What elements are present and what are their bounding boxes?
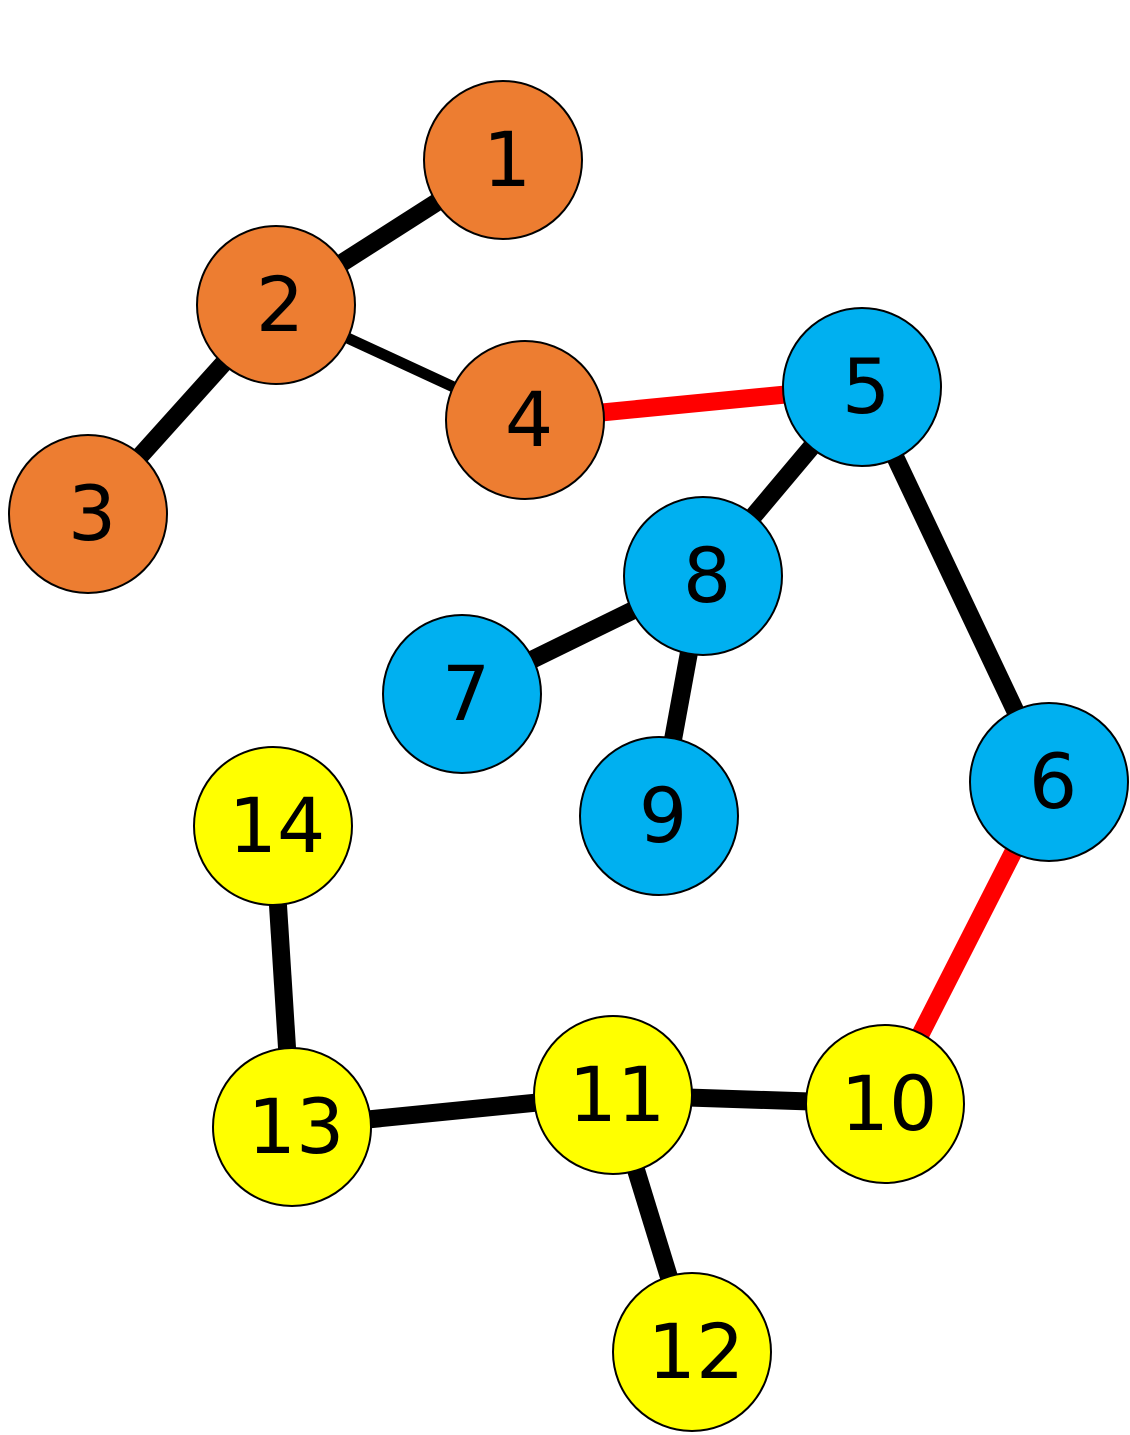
node-1-label: 1 [483,115,531,204]
node-13-circle [212,1047,372,1207]
node-6-circle [969,702,1129,862]
node-11-label: 11 [569,1050,666,1139]
node-1-circle [423,80,583,240]
node-13-label: 13 [248,1082,345,1171]
node-7-label: 7 [442,649,490,738]
node-2-circle [196,225,356,385]
node-5-circle [782,307,942,467]
node-6-label: 6 [1029,737,1077,826]
node-7-circle [382,614,542,774]
node-8-label: 8 [683,531,731,620]
node-5-label: 5 [842,342,890,431]
node-10: 10 [805,1024,965,1184]
node-14-circle [193,746,353,906]
node-4-circle [445,340,605,500]
node-7: 7 [382,614,542,774]
node-10-label: 10 [841,1059,938,1148]
node-3: 3 [8,434,168,594]
node-3-label: 3 [68,469,116,558]
node-12-circle [612,1272,772,1432]
node-5: 5 [782,307,942,467]
node-1: 1 [423,80,583,240]
node-14-label: 14 [229,781,326,870]
node-14: 14 [193,746,353,906]
node-11-circle [533,1015,693,1175]
node-10-circle [805,1024,965,1184]
node-4: 4 [445,340,605,500]
node-4-label: 4 [505,375,553,464]
node-2: 2 [196,225,356,385]
node-9-label: 9 [639,771,687,860]
node-6: 6 [969,702,1129,862]
node-13: 13 [212,1047,372,1207]
node-9-circle [579,736,739,896]
node-8-circle [623,496,783,656]
node-12-label: 12 [648,1307,745,1396]
node-12: 12 [612,1272,772,1432]
node-11: 11 [533,1015,693,1175]
node-3-circle [8,434,168,594]
node-8: 8 [623,496,783,656]
node-9: 9 [579,736,739,896]
node-2-label: 2 [256,260,304,349]
